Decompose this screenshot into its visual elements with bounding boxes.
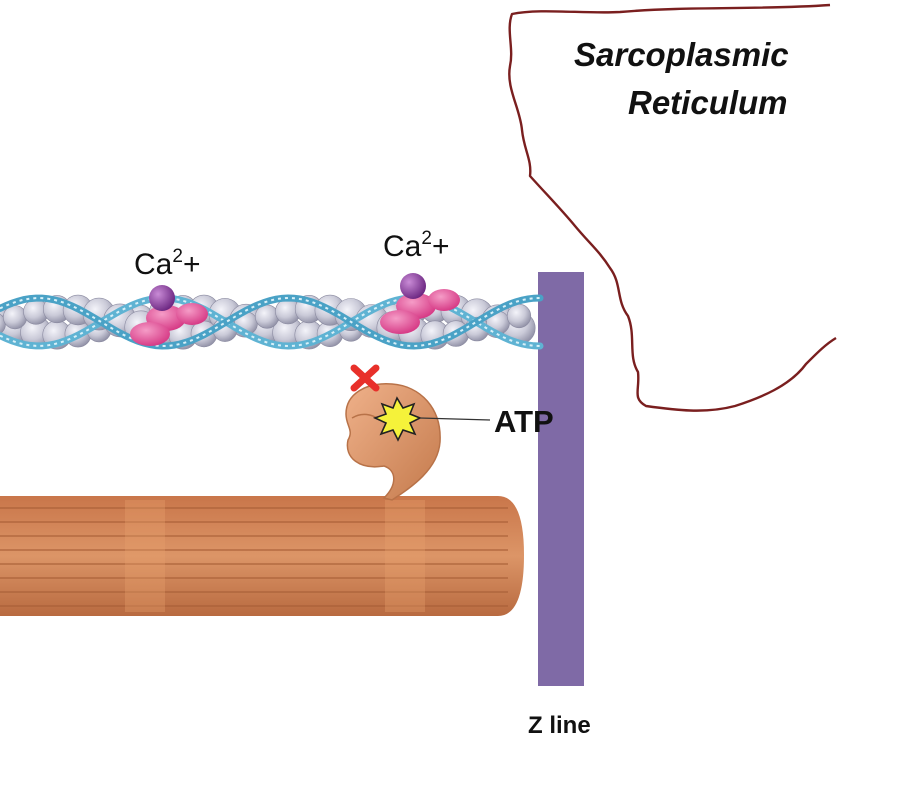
sarcoplasmic-reticulum-membrane [508, 3, 837, 412]
atp-label: ATP [494, 404, 554, 439]
actin-bead [506, 303, 532, 329]
troponin-complex-left [130, 303, 208, 346]
thick-filament [0, 496, 524, 616]
actin-bead [255, 304, 280, 329]
troponin-complex-right [380, 289, 460, 334]
z-line-disc [538, 272, 584, 686]
myosin-head [345, 383, 441, 501]
sarcoplasmic-reticulum-label-line2: Reticulum [628, 84, 788, 121]
atp-pointer-line [419, 417, 491, 421]
sarcoplasmic-reticulum-label-line1: Sarcoplasmic [574, 36, 789, 73]
calcium-ion-right [400, 273, 426, 299]
atp-burst-icon [372, 396, 422, 442]
calcium-label-left: Ca2+ [134, 246, 201, 281]
calcium-ion-left [149, 285, 175, 311]
blocked-binding-x-mark [350, 364, 380, 392]
z-line-label: Z line [528, 712, 591, 739]
calcium-label-right: Ca2+ [383, 228, 450, 263]
